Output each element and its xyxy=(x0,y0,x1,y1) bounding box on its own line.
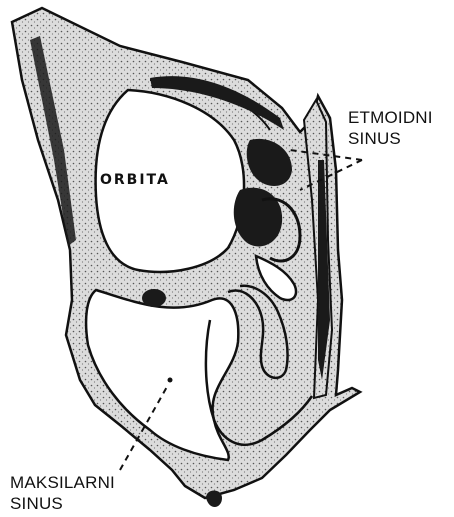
tooth-root xyxy=(206,491,222,508)
etmoidni-label-line1: ETMOIDNI xyxy=(348,108,433,128)
maksilarni-cavity xyxy=(86,290,238,460)
maksilarni-label-line1: MAKSILARNI xyxy=(10,473,115,493)
maksilarni-dot xyxy=(168,378,173,383)
orbita-label: ORBITA xyxy=(100,172,170,188)
infraorbital-foramen xyxy=(142,289,166,307)
maksilarni-label-line2: SINUS xyxy=(10,494,63,514)
etmoidni-label-line2: SINUS xyxy=(348,129,401,149)
